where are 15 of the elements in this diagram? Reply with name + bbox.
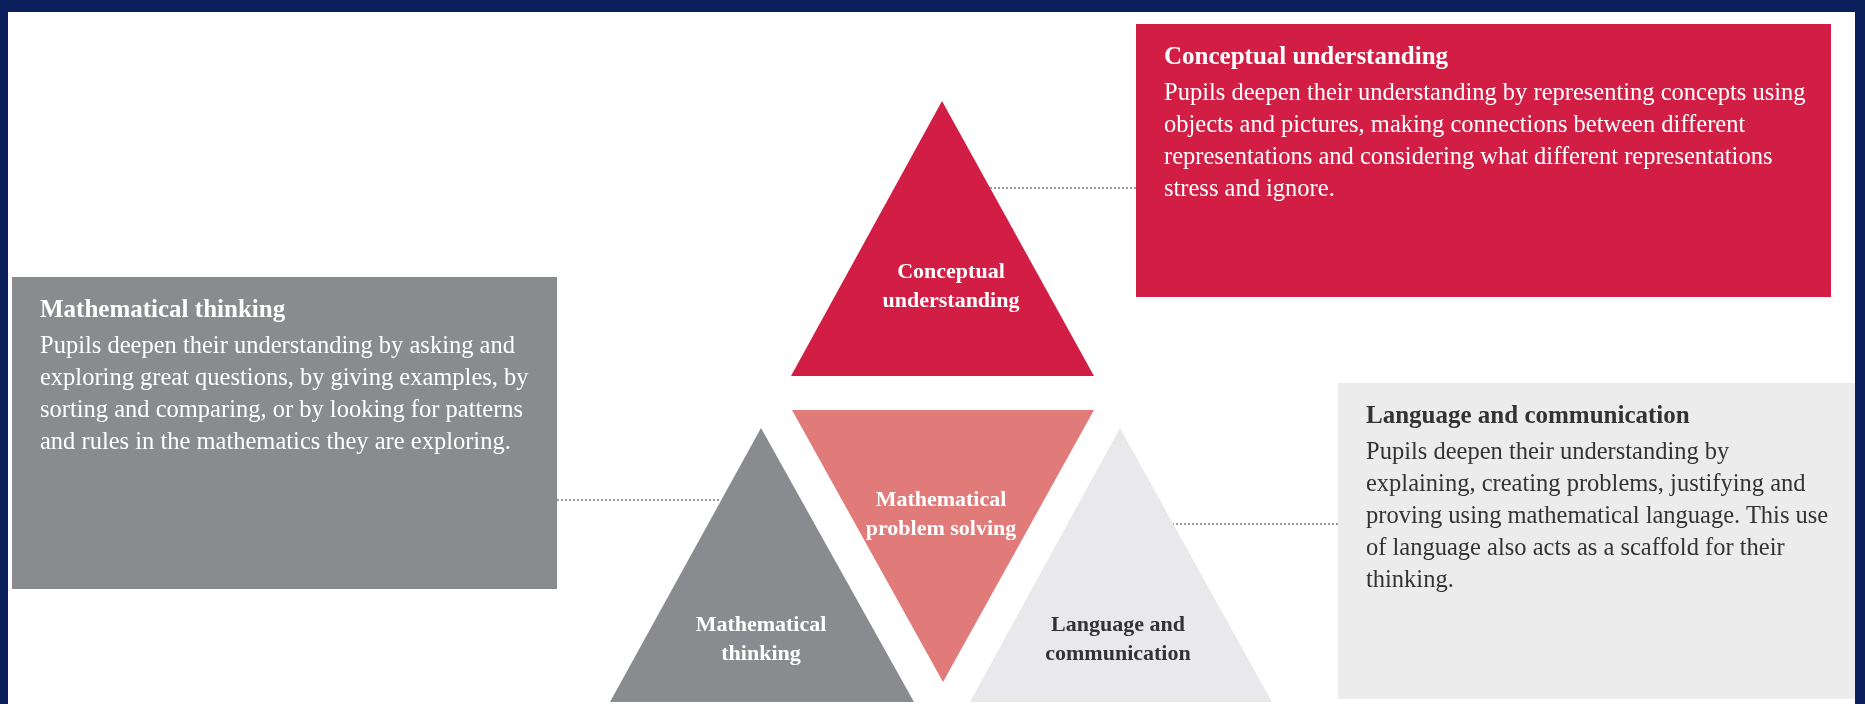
description-panel (12, 277, 557, 589)
triangle-label: Mathematical problem solving (864, 485, 1018, 542)
description-panel (1338, 383, 1855, 699)
leader-line (989, 187, 1137, 189)
description-panel (1136, 24, 1831, 297)
panel-text: Pupils deepen their understanding by asking and exploring great questions, by giving examples, by sorting and comparing, or by looking for patterns and rules in the mathematics they are exploring. (40, 330, 530, 456)
triangle-label: Language and communication (1044, 610, 1192, 667)
panel-heading: Mathematical thinking (40, 295, 287, 323)
triangle-label: Conceptual understanding (881, 257, 1021, 314)
panel-text: Pupils deepen their understanding by explaining, creating problems, justifying and proving using mathematical language. This use of language also acts as a scaffold for their thinking. (1366, 436, 1830, 594)
leader-line (1172, 523, 1339, 525)
panel-heading: Conceptual understanding (1164, 42, 1450, 70)
panel-heading: Language and communication (1366, 401, 1691, 429)
triangle-label: Mathematical thinking (694, 610, 828, 667)
panel-text: Pupils deepen their understanding by representing concepts using objects and pictures, making connections between different representations and considering what different representations stress and ignore. (1164, 77, 1807, 203)
